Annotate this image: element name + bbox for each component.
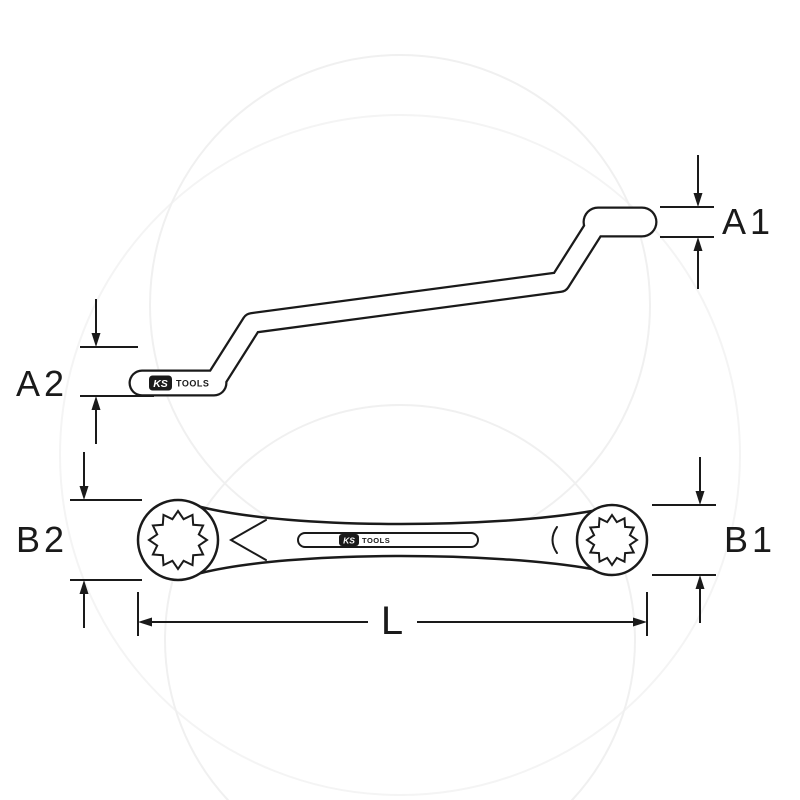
right-ring-broach-profile (585, 513, 639, 567)
left-ring-broach-profile (147, 509, 209, 571)
l-arrowhead-right (633, 617, 647, 627)
watermark-circle (164, 404, 636, 800)
right-ring (575, 503, 649, 577)
b1-label: B1 (724, 519, 776, 560)
tools-logo-text: TOOLS (362, 536, 390, 545)
ks-logo-text: KS (153, 378, 168, 390)
ks-tools-logo-side: KS TOOLS (149, 375, 209, 391)
b1-arrowhead-up (695, 575, 705, 589)
watermark (59, 54, 741, 800)
dimension-b2: B2 (16, 452, 142, 628)
dimension-a1: A1 (660, 155, 774, 289)
a1-arrowhead-down (693, 193, 703, 207)
b2-arrowhead-down (79, 486, 89, 500)
l-arrowhead-left (138, 617, 152, 627)
b2-arrowhead-up (79, 580, 89, 594)
ks-logo-box (149, 375, 172, 391)
a2-arrowhead-up (91, 396, 101, 410)
watermark-circle (59, 114, 741, 796)
tools-logo-text: TOOLS (176, 379, 209, 389)
a2-label: A2 (16, 363, 68, 404)
wrench-side-profile (128, 206, 658, 397)
dimension-a2: A2 (16, 299, 154, 444)
b1-arrowhead-down (695, 491, 705, 505)
a1-label: A1 (722, 201, 774, 242)
top-view: KS TOOLS (136, 498, 649, 582)
side-view: KS TOOLS (128, 206, 658, 397)
ks-tools-logo-top: KS TOOLS (339, 534, 390, 546)
ks-logo-box (339, 534, 359, 546)
left-boss-detail-line (228, 519, 267, 561)
a2-arrowhead-down (91, 333, 101, 347)
dimension-length: L (137, 592, 648, 643)
ks-logo-text: KS (343, 535, 355, 545)
a1-arrowhead-up (693, 237, 703, 251)
right-boss-detail-arc (551, 526, 558, 554)
dimension-b1: B1 (652, 457, 776, 623)
l-label: L (381, 599, 403, 643)
left-ring (136, 498, 220, 582)
b2-label: B2 (16, 519, 68, 560)
